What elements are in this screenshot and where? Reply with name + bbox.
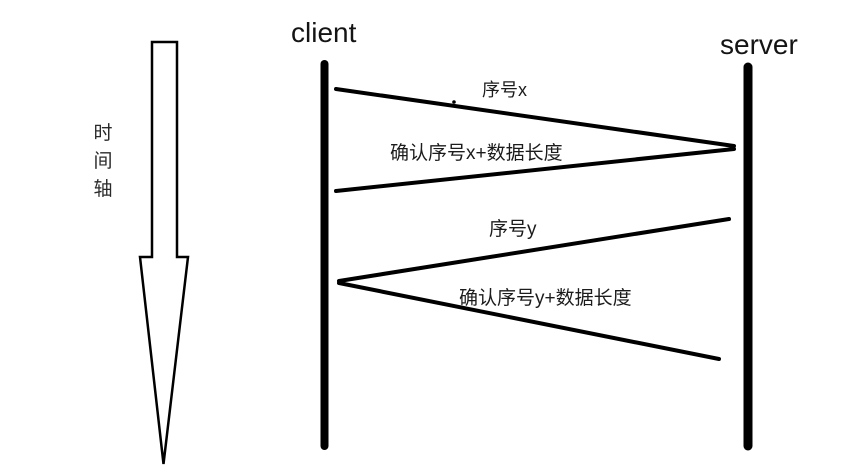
client-lifeline-label: client [291, 17, 357, 48]
stray-ink-dot [452, 100, 456, 104]
message-line-seq-x [334, 87, 736, 148]
message-label-seq-x: 序号x [482, 80, 527, 100]
message-line-ack-x [334, 147, 736, 193]
message-line-ack-y [337, 281, 721, 361]
server-lifeline-label: server [720, 29, 798, 60]
time-axis-arrow [138, 40, 190, 465]
message-line-seq-y [337, 217, 731, 283]
time-axis-label: 时间轴 [93, 123, 113, 200]
message-label-ack-y: 确认序号y+数据长度 [459, 288, 632, 309]
message-label-ack-x: 确认序号x+数据长度 [390, 143, 563, 164]
message-label-seq-y: 序号y [489, 219, 537, 240]
